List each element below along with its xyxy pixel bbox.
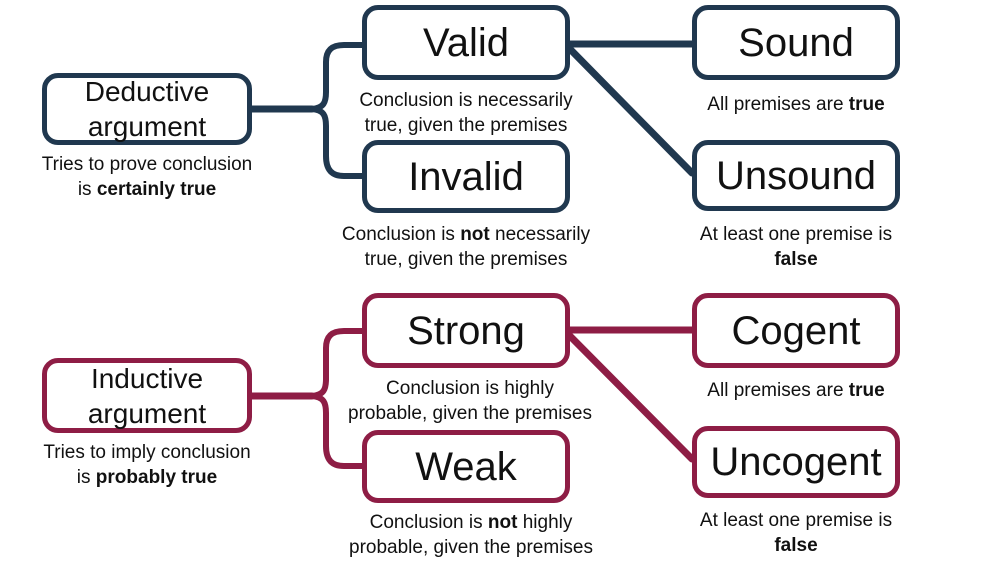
caption-uncogent: At least one premise is false <box>699 510 893 556</box>
caption-valid: Conclusion is necessarily true, given th… <box>359 90 573 136</box>
caption-inductive-argument: Tries to imply conclusion is probably tr… <box>43 442 251 488</box>
node-invalid: Invalid <box>362 140 570 213</box>
caption-weak: Conclusion is not highly probable, given… <box>349 512 593 558</box>
caption-deductive-argument: Tries to prove conclusion is certainly t… <box>41 154 253 200</box>
connector-valid-unsound <box>563 42 696 177</box>
node-weak: Weak <box>362 430 570 503</box>
node-uncogent: Uncogent <box>692 426 900 498</box>
connector-deductive-invalid <box>309 106 365 179</box>
caption-unsound: At least one premise is false <box>699 224 893 270</box>
caption-invalid: Conclusion is not necessarily true, give… <box>341 224 591 270</box>
node-deductive-argument: Deductive argument <box>42 73 252 145</box>
connector-deductive-valid <box>309 42 365 112</box>
node-valid: Valid <box>362 5 570 80</box>
caption-strong: Conclusion is highly probable, given the… <box>348 378 592 424</box>
caption-cogent: All premises are true <box>707 380 885 401</box>
node-unsound: Unsound <box>692 140 900 211</box>
connector-inductive-strong <box>309 328 365 399</box>
node-cogent: Cogent <box>692 293 900 368</box>
node-sound: Sound <box>692 5 900 80</box>
connector-strong-uncogent <box>563 329 696 463</box>
connector-inductive-weak <box>309 393 365 469</box>
node-strong: Strong <box>362 293 570 368</box>
caption-sound: All premises are true <box>707 94 885 115</box>
node-inductive-argument: Inductive argument <box>42 358 252 433</box>
